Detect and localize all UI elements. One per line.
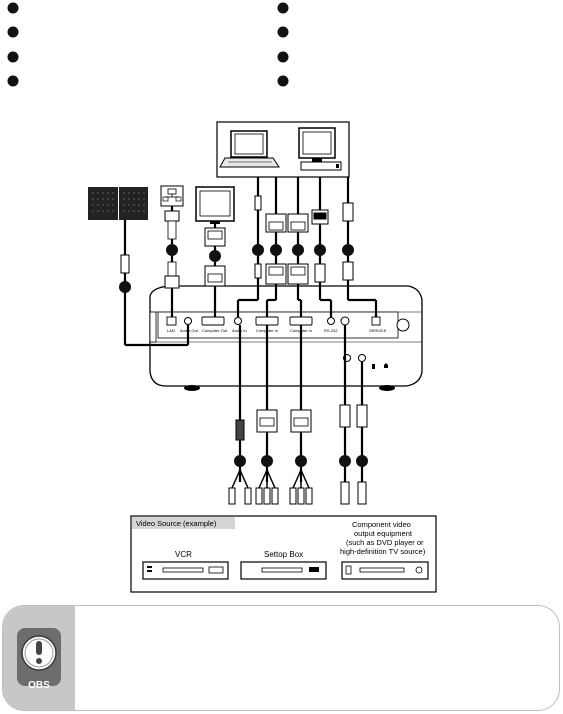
service-port-label: SERVICE xyxy=(369,328,387,333)
legend-bullet-1 xyxy=(7,2,19,14)
lan-port-label: LAN xyxy=(167,328,175,333)
network-icon xyxy=(160,185,184,207)
legend-bullet-8 xyxy=(277,75,289,87)
legend-bullet-2 xyxy=(7,26,19,38)
dvd-player-icon xyxy=(341,561,429,580)
legend-bullet-4 xyxy=(7,75,19,87)
component-label-1: Component video xyxy=(352,520,411,529)
audio-out-port[interactable] xyxy=(184,317,192,325)
audio-rca-port[interactable] xyxy=(358,354,366,362)
kensington-lock-icon xyxy=(372,364,375,369)
video-source-box: Video Source (example) VCR Settop Box Co… xyxy=(130,515,437,593)
audio-out-port-label: Audio Out xyxy=(180,328,199,333)
component-label-4: high-definition TV source) xyxy=(340,547,426,556)
legend-bullets xyxy=(7,2,289,87)
video-source-title: Video Source (example) xyxy=(136,519,217,528)
exclamation-warning-icon xyxy=(17,628,61,686)
component-label-3: (such as DVD player or xyxy=(346,538,424,547)
laptop-icon xyxy=(219,130,280,168)
desktop-computer-icon xyxy=(298,127,342,171)
legend-bullet-5 xyxy=(277,2,289,14)
legend-bullet-7 xyxy=(277,51,289,63)
rs232-port[interactable] xyxy=(327,317,335,325)
computer-out-port[interactable] xyxy=(201,316,225,326)
lan-port[interactable] xyxy=(166,316,177,326)
component-label-2: output equipment xyxy=(354,529,413,538)
callouts-bottom xyxy=(234,455,368,467)
speakers-icon xyxy=(88,187,148,220)
cables-top xyxy=(120,177,378,347)
settop-box-icon xyxy=(240,561,327,580)
computer-in-port-1[interactable] xyxy=(255,316,279,326)
obs-label: OBS xyxy=(28,680,50,691)
vcr-icon xyxy=(142,561,229,580)
obs-note-panel: OBS xyxy=(2,605,560,711)
rs232-port-label: RS-232 xyxy=(324,328,338,333)
computer-group xyxy=(216,121,350,178)
computer-out-port-label: Computer Out xyxy=(202,328,228,333)
s-video-port[interactable] xyxy=(340,316,350,326)
home-icon xyxy=(384,363,388,368)
service-port[interactable] xyxy=(371,316,381,326)
computer-in-port-2[interactable] xyxy=(289,316,313,326)
external-monitor-icon xyxy=(195,186,235,224)
projector-body xyxy=(149,285,423,391)
settop-box-label: Settop Box xyxy=(264,550,303,559)
audio-in-port[interactable] xyxy=(234,317,242,325)
obs-icon-panel: OBS xyxy=(3,606,75,710)
vcr-label: VCR xyxy=(175,550,192,559)
legend-bullet-3 xyxy=(7,51,19,63)
callouts-top xyxy=(119,244,354,293)
legend-bullet-6 xyxy=(277,26,289,38)
